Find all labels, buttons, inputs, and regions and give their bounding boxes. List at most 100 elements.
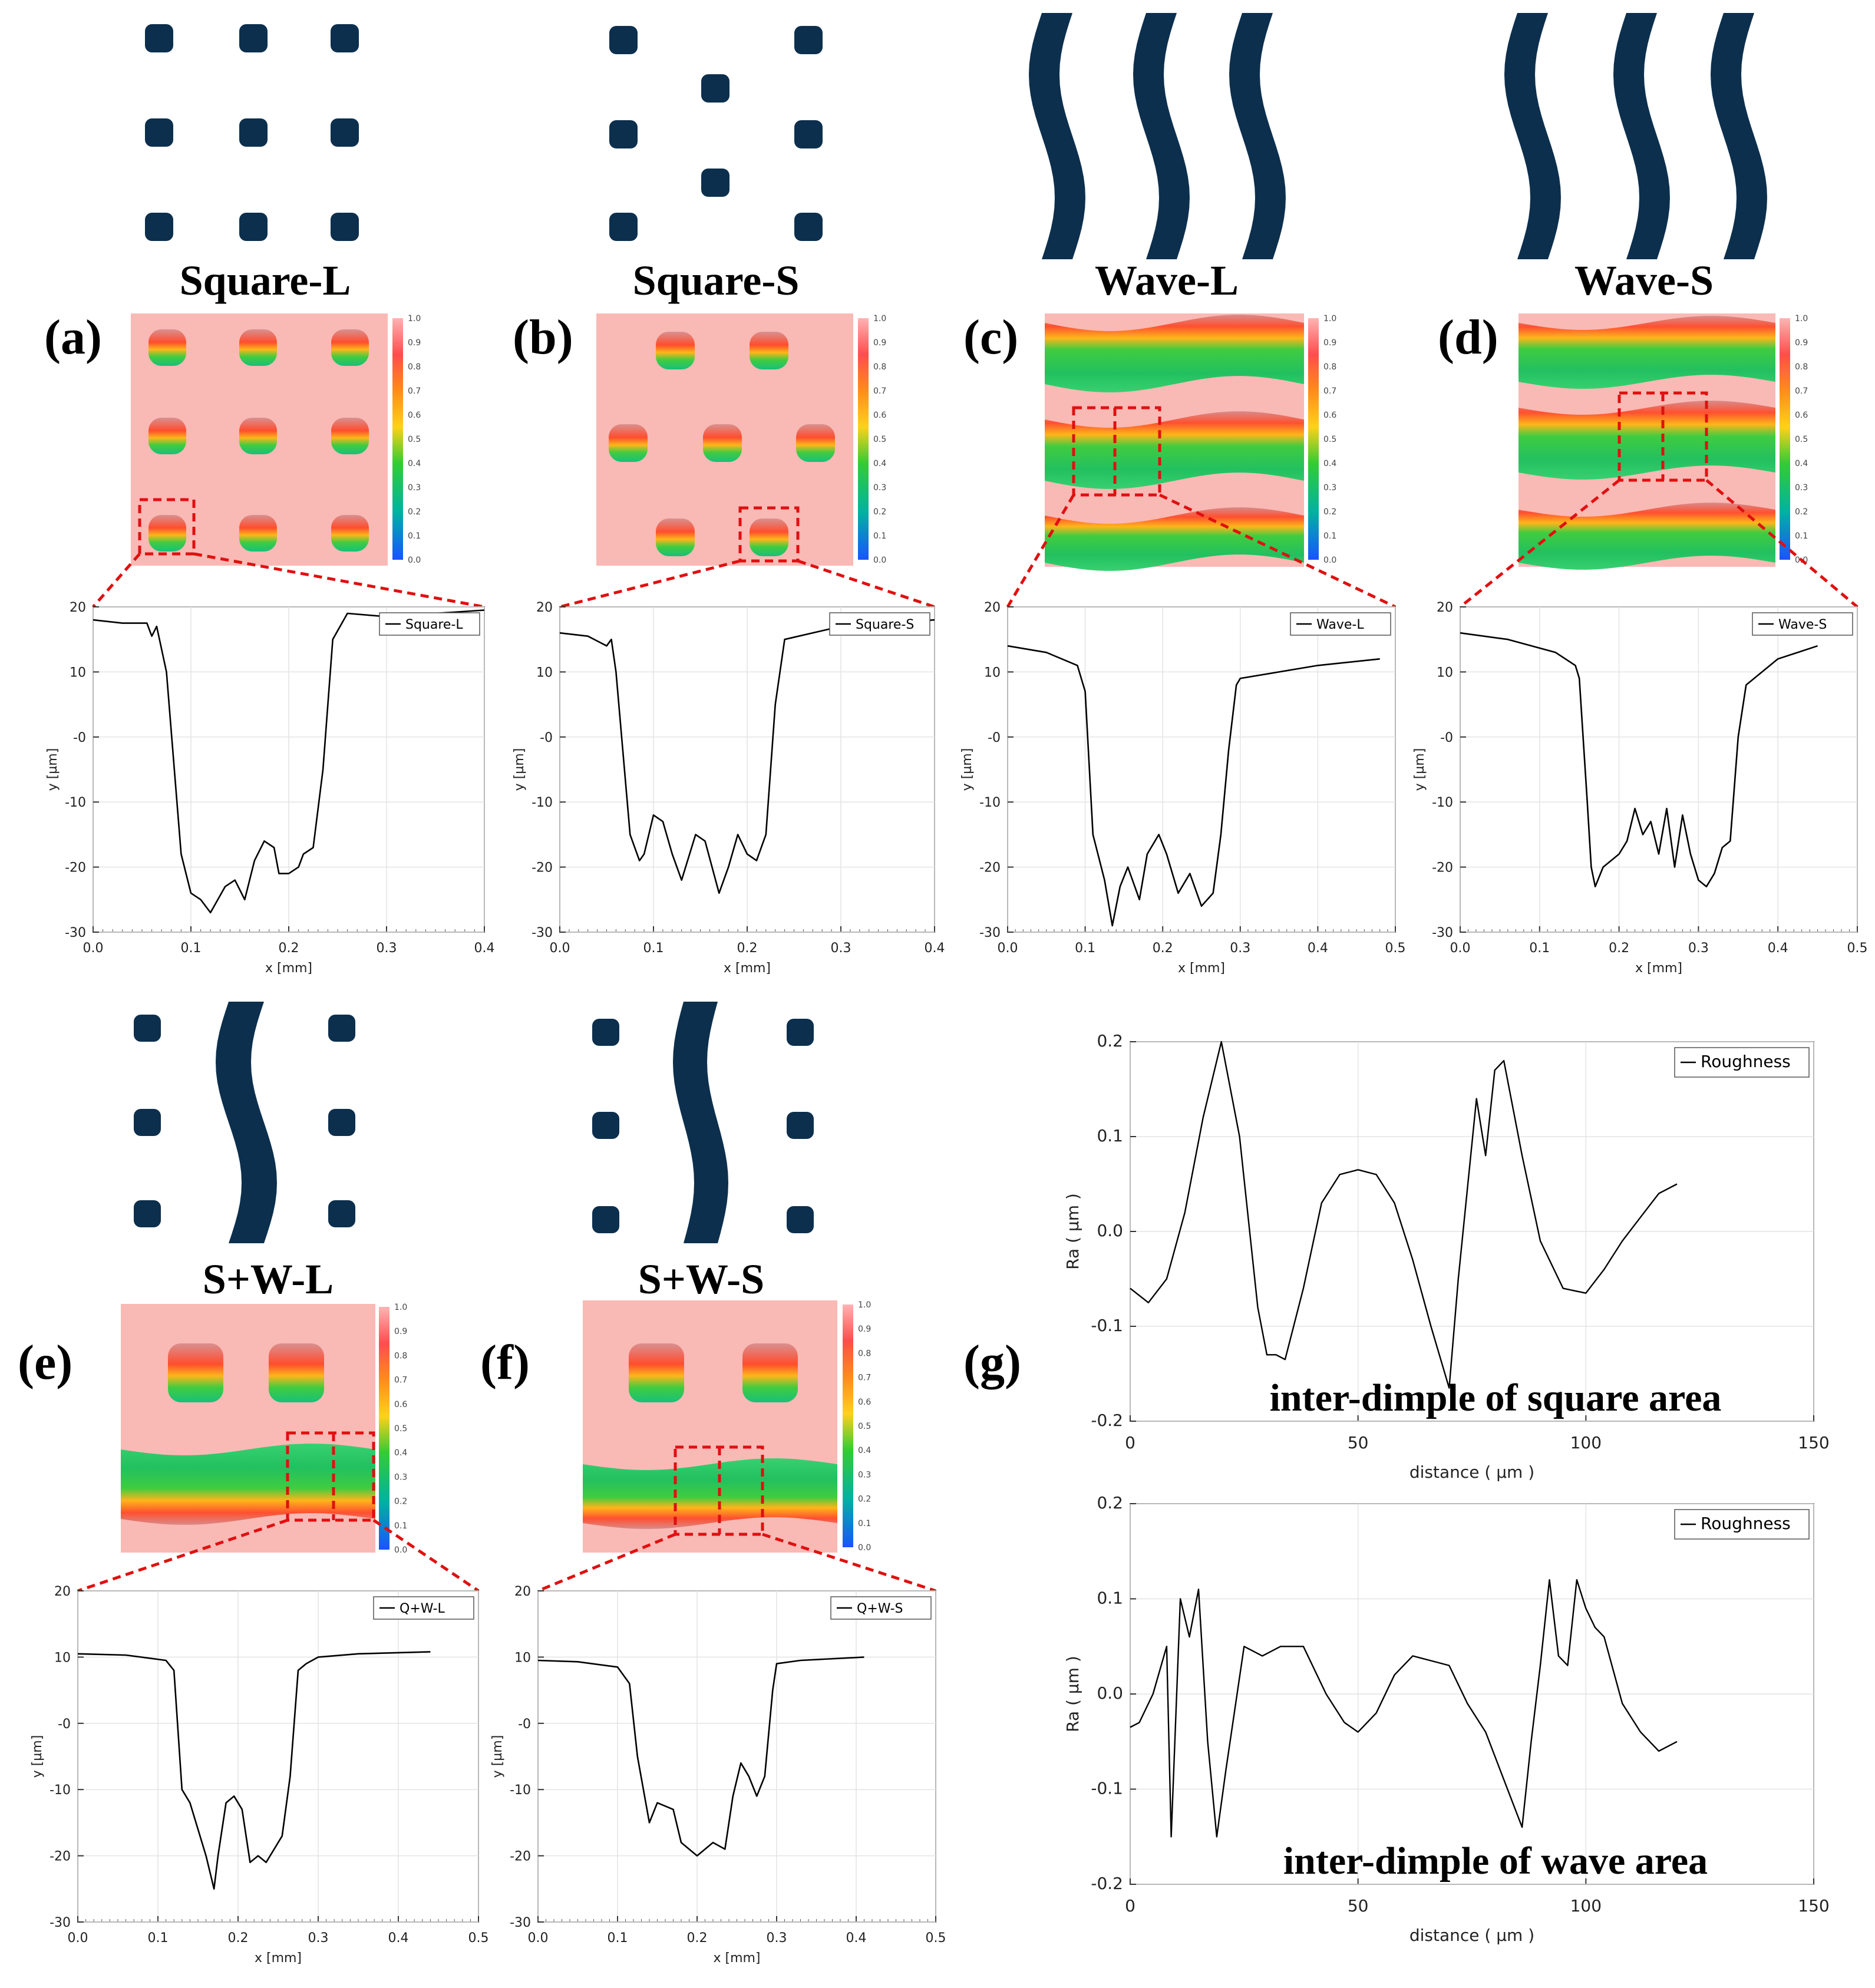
dimple-square (145, 118, 173, 147)
x-tick-label: 0.0 (1450, 941, 1471, 956)
colorbar-label: 0.9 (394, 1327, 407, 1336)
dimple-pit (148, 329, 186, 366)
x-tick-label: 0.1 (1529, 941, 1550, 956)
y-tick-label: -0 (518, 1717, 531, 1732)
x-axis-label: x [mm] (713, 1951, 760, 1966)
colorbar-label: 0.0 (873, 556, 886, 565)
dimple-square (701, 169, 729, 197)
y-axis-label: y [µm] (30, 1735, 45, 1778)
series-line (93, 609, 485, 914)
x-tick-label: 0 (1125, 1896, 1135, 1916)
y-tick-label: -0 (988, 731, 1001, 745)
legend-label: Roughness (1701, 1052, 1791, 1071)
dimple-square (609, 213, 638, 241)
colorbar-label: 0.2 (408, 507, 421, 517)
x-axis-label: distance ( μm ) (1409, 1926, 1534, 1945)
x-tick-label: 0.3 (308, 1931, 329, 1946)
y-tick-label: -10 (532, 795, 553, 810)
x-axis-label: x [mm] (1635, 961, 1682, 976)
colorbar-label: 1.0 (408, 314, 421, 323)
colorbar-label: 0.3 (1795, 483, 1808, 493)
dimple-square (134, 1200, 161, 1227)
y-axis-label: y [µm] (490, 1735, 505, 1778)
zoom-box (286, 1431, 375, 1522)
y-axis-label: y [µm] (512, 748, 527, 791)
x-tick-label: 150 (1798, 1433, 1829, 1452)
y-tick-label: -20 (49, 1850, 71, 1864)
y-tick-label: 20 (984, 600, 1001, 615)
x-tick-label: 0.2 (1609, 941, 1629, 956)
dimple-pit (656, 332, 695, 369)
title-sw-l: S+W-L (203, 1256, 334, 1303)
colorbar-label: 0.3 (394, 1472, 407, 1482)
dimple-band (1045, 507, 1304, 571)
panel-label-c: (c) (963, 310, 1018, 365)
y-tick-label: 10 (514, 1650, 531, 1665)
x-tick-label: 0.1 (643, 941, 664, 956)
dimple-pit (750, 332, 788, 369)
dimple-square (331, 118, 359, 147)
dimple-band (1045, 411, 1304, 489)
y-tick-label: 20 (54, 1584, 71, 1599)
x-tick-label: 0.2 (228, 1931, 249, 1946)
colorbar-label: 0.4 (394, 1448, 407, 1458)
y-tick-label: 0.2 (1097, 1031, 1123, 1051)
colorbar-label: 0.5 (394, 1424, 407, 1434)
dimple-square (145, 213, 173, 241)
dimple-square (239, 24, 268, 52)
x-tick-label: 0.4 (925, 941, 945, 956)
colorbar-label: 0.0 (408, 556, 421, 565)
dimple-pit (750, 519, 788, 556)
dimple-pit (656, 519, 695, 556)
dimple-pit (742, 1343, 798, 1402)
colorbar-label: 1.0 (1795, 314, 1808, 323)
dimple-pit (148, 418, 186, 454)
y-tick-label: -0 (58, 1717, 71, 1732)
y-tick-label: 20 (1437, 600, 1453, 615)
x-tick-label: 0 (1125, 1433, 1135, 1452)
zoom-connector (1158, 493, 1397, 609)
dimple-wave (1229, 13, 1286, 259)
colorbar-label: 0.6 (394, 1400, 407, 1409)
colorbar-label: 0.8 (858, 1349, 871, 1358)
x-tick-label: 0.4 (1308, 941, 1328, 956)
x-axis-label: x [mm] (1178, 961, 1225, 976)
dimple-wave (1613, 13, 1670, 259)
y-tick-label: 0.0 (1097, 1221, 1123, 1240)
dimple-square (787, 1019, 814, 1046)
dimple-wave (1133, 13, 1190, 259)
dimple-square (787, 1206, 814, 1233)
dimple-square (609, 120, 638, 148)
colorbar-label: 0.4 (873, 459, 886, 468)
dimple-square (134, 1015, 161, 1042)
dimple-band (1519, 401, 1775, 480)
dimple-wave (1504, 13, 1561, 259)
y-tick-label: 0.1 (1097, 1126, 1123, 1145)
dimple-square (794, 26, 823, 54)
photo-square-s (609, 26, 823, 241)
dimple-pit (168, 1343, 223, 1402)
dimple-wave (1029, 13, 1085, 259)
photo-wave-s (1504, 13, 1767, 259)
dimple-band (1519, 503, 1775, 570)
dimple-square (328, 1015, 355, 1042)
y-tick-label: -20 (65, 861, 86, 876)
legend-box (1674, 1047, 1810, 1078)
colorbar-label: 0.3 (858, 1470, 871, 1480)
y-tick-label: -30 (510, 1916, 531, 1930)
colorbar-label: 0.8 (408, 362, 421, 372)
y-axis-label: y [µm] (45, 748, 60, 791)
dimple-band (1519, 316, 1775, 389)
height-map-wave-l: 1.00.90.80.70.60.50.40.30.20.10.0 (1045, 313, 1336, 571)
colorbar (843, 1305, 853, 1547)
colorbar (858, 318, 869, 560)
colorbar-label: 0.8 (1795, 362, 1808, 372)
plot-area (1007, 606, 1396, 933)
legend-label: Wave-L (1316, 617, 1364, 632)
dimple-pit (269, 1343, 324, 1402)
colorbar-label: 1.0 (873, 314, 886, 323)
dimple-square (592, 1019, 619, 1046)
